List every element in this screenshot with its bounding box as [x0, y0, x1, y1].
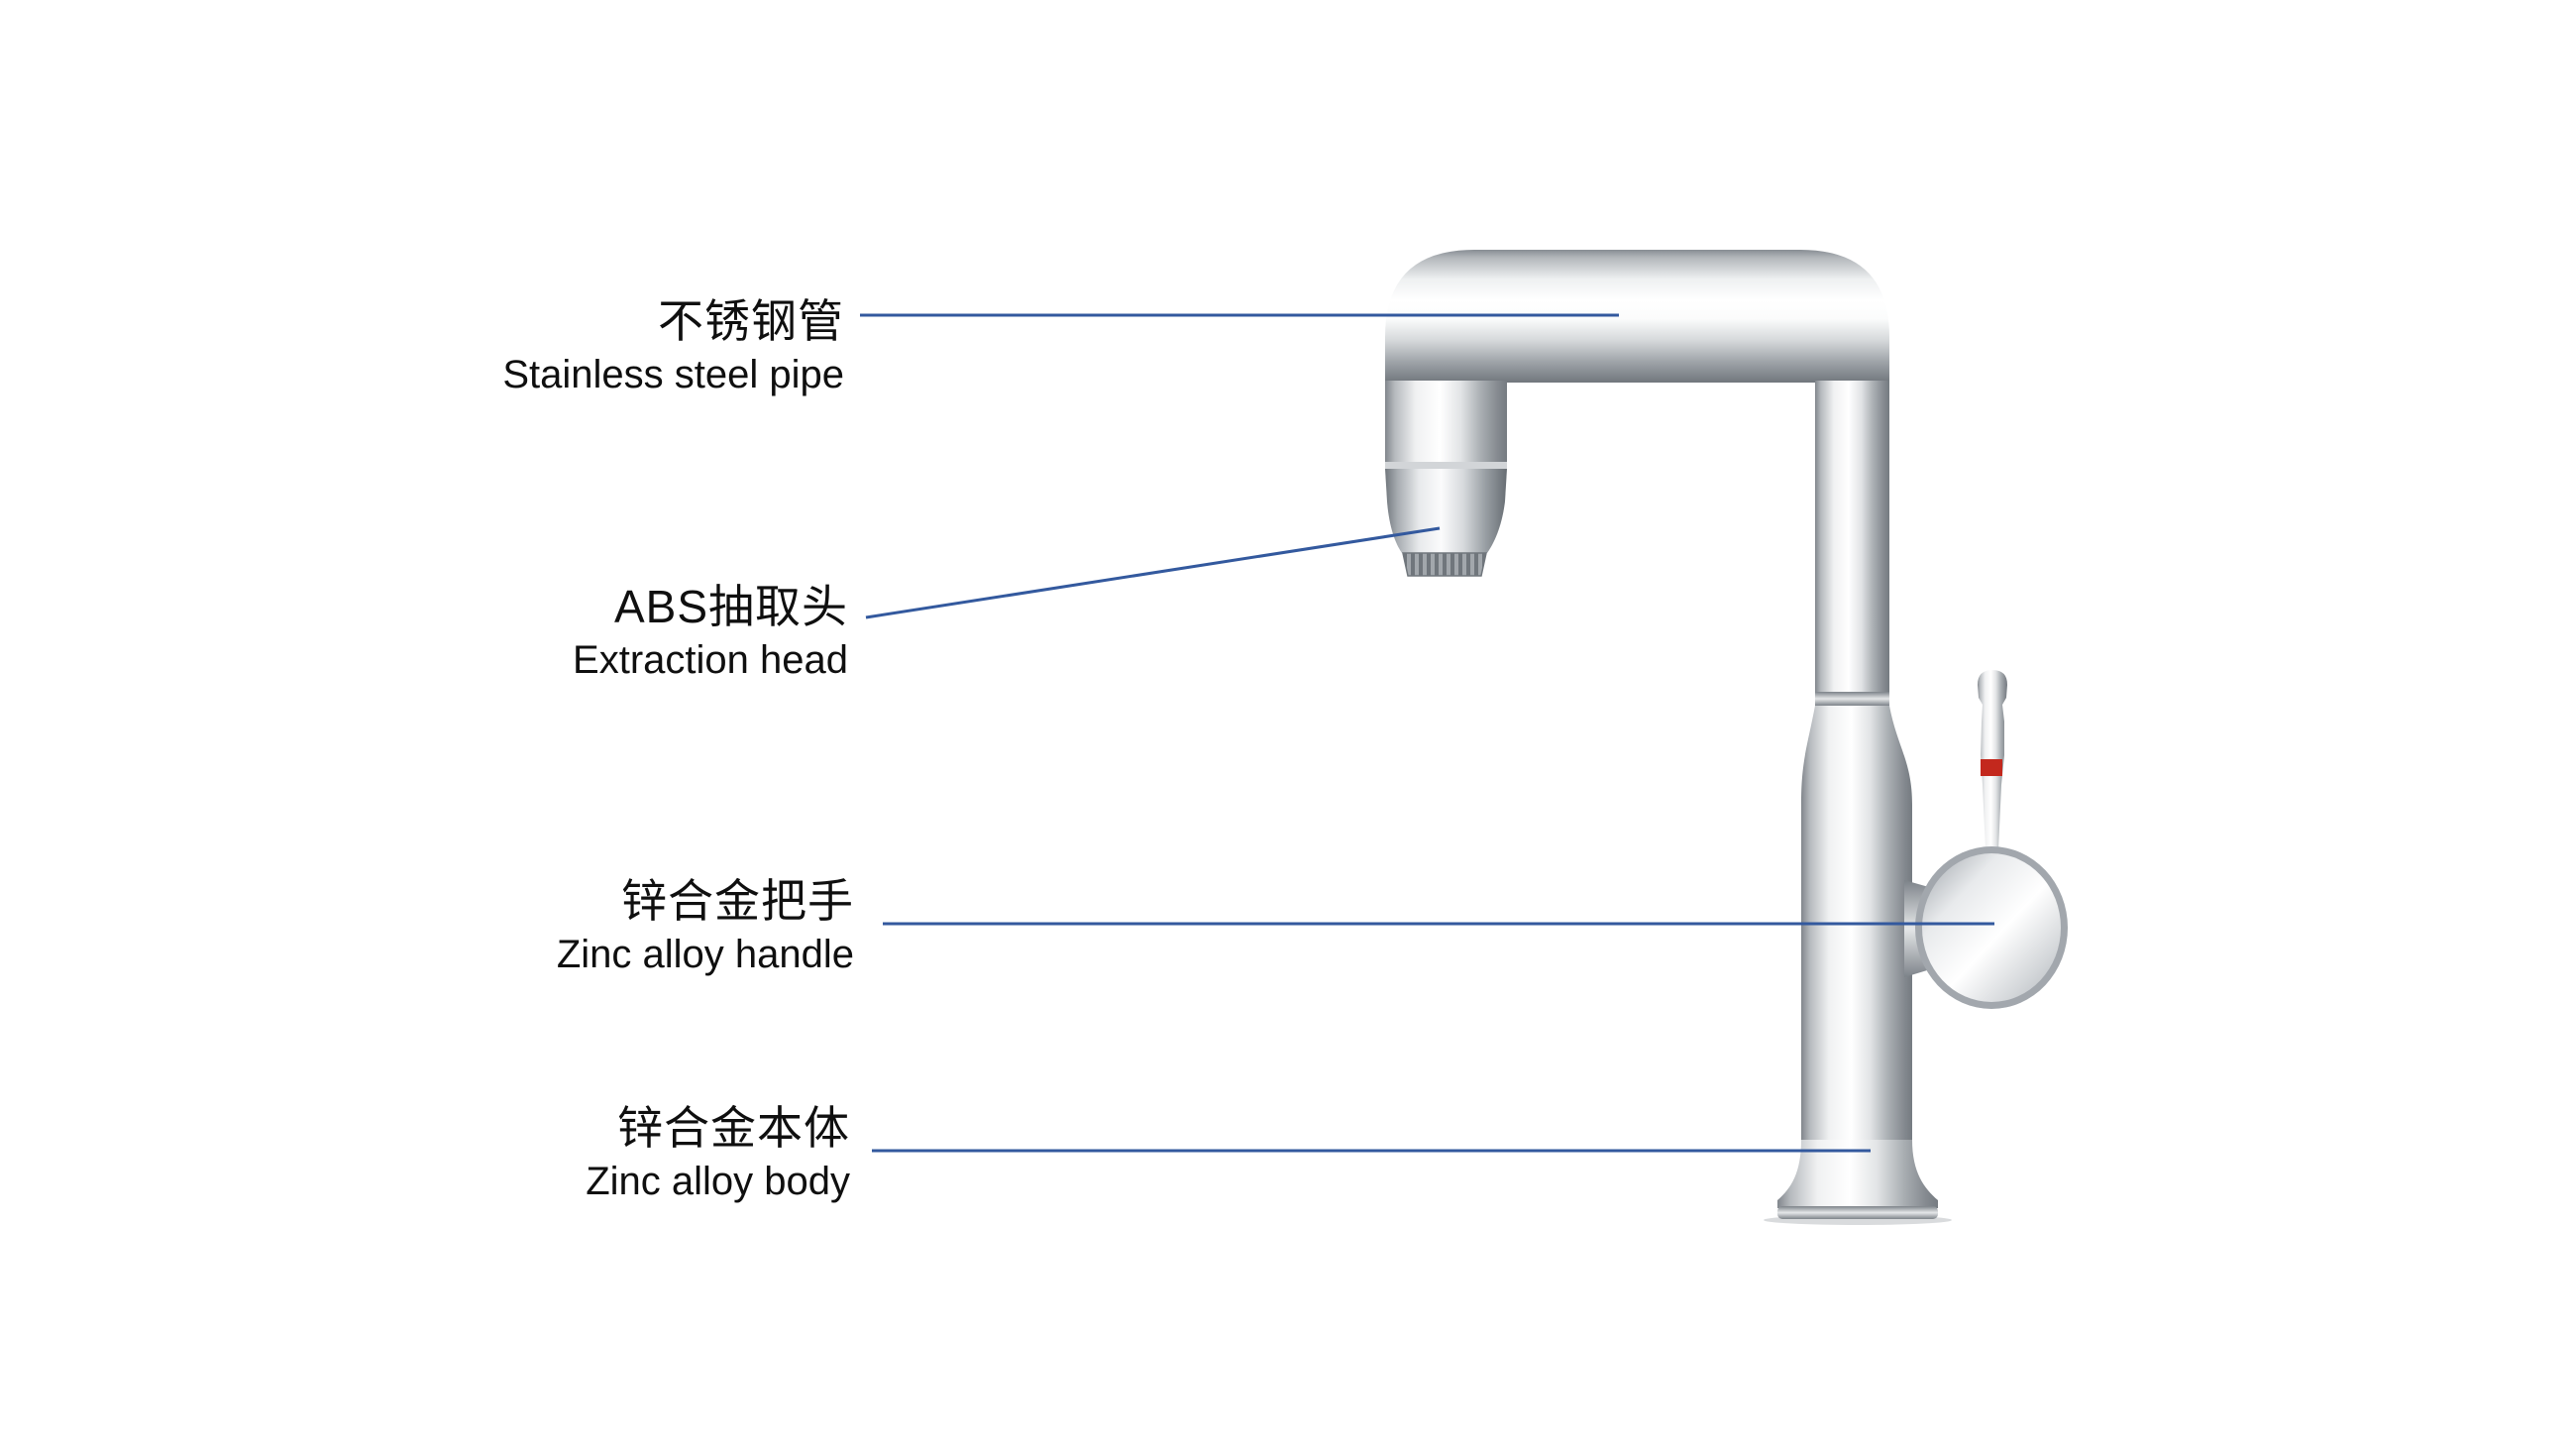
faucet-spout-leg — [1385, 381, 1507, 464]
leader-lines — [860, 313, 1994, 1153]
extraction-head — [1385, 469, 1507, 553]
label-zinc-alloy-handle-en: Zinc alloy handle — [556, 933, 854, 976]
label-zinc-alloy-body: 锌合金本体 Zinc alloy body — [586, 1100, 850, 1206]
label-zinc-alloy-body-en: Zinc alloy body — [586, 1160, 850, 1203]
label-zinc-alloy-handle-zh: 锌合金把手 — [621, 875, 854, 927]
faucet-right-leg — [1815, 381, 1889, 706]
label-extraction-head: ABS抽取头 Extraction head — [573, 579, 848, 685]
spout-seam — [1385, 462, 1507, 469]
pipe-joint-ring — [1815, 692, 1889, 706]
faucet-illustration — [1385, 250, 2068, 1225]
lever-red-band — [1981, 759, 2002, 776]
base-plinth — [1777, 1206, 1938, 1219]
label-stainless-steel-pipe-en: Stainless steel pipe — [502, 353, 844, 396]
faucet-body — [1801, 706, 1912, 1150]
label-extraction-head-en: Extraction head — [573, 638, 848, 682]
label-zinc-alloy-handle: 锌合金把手 Zinc alloy handle — [557, 873, 854, 979]
label-zinc-alloy-body-zh: 锌合金本体 — [617, 1102, 850, 1154]
handle-disc — [1922, 853, 2061, 1002]
label-extraction-head-zh: ABS抽取头 — [613, 581, 848, 632]
label-stainless-steel-pipe-zh: 不锈钢管 — [658, 295, 844, 347]
faucet-top-pipe — [1385, 250, 1889, 383]
leader-line-extraction-head — [865, 526, 1441, 619]
aerator — [1402, 552, 1487, 577]
label-stainless-steel-pipe: 不锈钢管 Stainless steel pipe — [502, 293, 844, 399]
faucet-base — [1777, 1140, 1938, 1208]
